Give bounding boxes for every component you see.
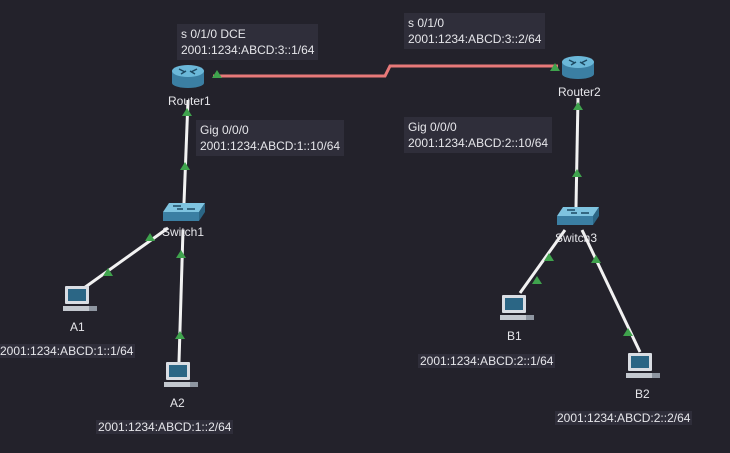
- router2-gig-port: Gig 0/0/0: [408, 120, 457, 134]
- pc-a2-icon[interactable]: [164, 362, 198, 387]
- pc-b1-icon[interactable]: [500, 295, 534, 320]
- link-up-indicator: [212, 70, 222, 78]
- router1-serial-address: 2001:1234:ABCD:3::1/64: [181, 43, 315, 57]
- link-up-indicator: [572, 169, 582, 177]
- pc-a1-address: 2001:1234:ABCD:1::1/64: [0, 344, 136, 358]
- link-up-indicator: [550, 63, 560, 71]
- switch3-name: Switch3: [555, 231, 598, 245]
- router1-icon[interactable]: [172, 65, 204, 88]
- link-router2-switch3[interactable]: [574, 97, 580, 208]
- router1-name: Router1: [168, 94, 211, 108]
- links: [83, 64, 642, 363]
- link-switch3-b1[interactable]: [518, 229, 567, 294]
- pc-b1-address: 2001:1234:ABCD:2::1/64: [418, 354, 556, 368]
- link-up-indicator: [180, 162, 190, 170]
- router2-icon[interactable]: [562, 56, 594, 79]
- router1-gig-address: 2001:1234:ABCD:1::10/64: [200, 139, 341, 153]
- link-up-indicator: [103, 268, 113, 276]
- link-switch1-a1[interactable]: [83, 226, 169, 290]
- pc-a1-name: A1: [70, 320, 85, 334]
- link-up-indicator: [532, 276, 542, 284]
- link-up-indicator: [175, 331, 185, 339]
- switch1-icon[interactable]: [163, 203, 205, 221]
- pc-a1-icon[interactable]: [63, 286, 97, 311]
- pc-a2-name: A2: [170, 396, 185, 410]
- pc-b2-icon[interactable]: [626, 353, 660, 378]
- router2-gig-address: 2001:1234:ABCD:2::10/64: [408, 136, 549, 150]
- link-up-indicator: [182, 108, 192, 116]
- pc-b1-name: B1: [507, 329, 522, 343]
- serial-link-router1-router2[interactable]: [213, 64, 558, 78]
- pc-b2-name: B2: [635, 387, 650, 401]
- link-lights: [103, 63, 633, 339]
- router2-serial-label: s 0/1/0 2001:1234:ABCD:3::2/64: [404, 13, 546, 49]
- router1-gig-label: Gig 0/0/0 2001:1234:ABCD:1::10/64: [196, 120, 345, 156]
- pc-b2-address: 2001:1234:ABCD:2::2/64: [555, 411, 693, 425]
- switch1-name: Switch1: [162, 225, 205, 239]
- link-switch3-b2[interactable]: [580, 229, 642, 353]
- router2-gig-label: Gig 0/0/0 2001:1234:ABCD:2::10/64: [404, 117, 553, 153]
- router1-gig-port: Gig 0/0/0: [200, 123, 249, 137]
- link-up-indicator: [176, 250, 186, 258]
- router2-serial-address: 2001:1234:ABCD:3::2/64: [408, 32, 542, 46]
- link-up-indicator: [145, 233, 155, 241]
- router1-serial-port: s 0/1/0 DCE: [181, 27, 246, 41]
- router2-serial-port: s 0/1/0: [408, 16, 445, 30]
- switch3-icon[interactable]: [557, 207, 599, 225]
- link-switch1-a2[interactable]: [177, 229, 185, 363]
- link-up-indicator: [573, 102, 583, 110]
- pc-a2-address: 2001:1234:ABCD:1::2/64: [96, 420, 234, 434]
- router2-name: Router2: [558, 85, 601, 99]
- router1-serial-label: s 0/1/0 DCE 2001:1234:ABCD:3::1/64: [177, 24, 319, 60]
- link-up-indicator: [544, 253, 554, 261]
- link-up-indicator: [623, 328, 633, 336]
- link-up-indicator: [591, 255, 601, 263]
- link-router1-switch1[interactable]: [182, 99, 190, 204]
